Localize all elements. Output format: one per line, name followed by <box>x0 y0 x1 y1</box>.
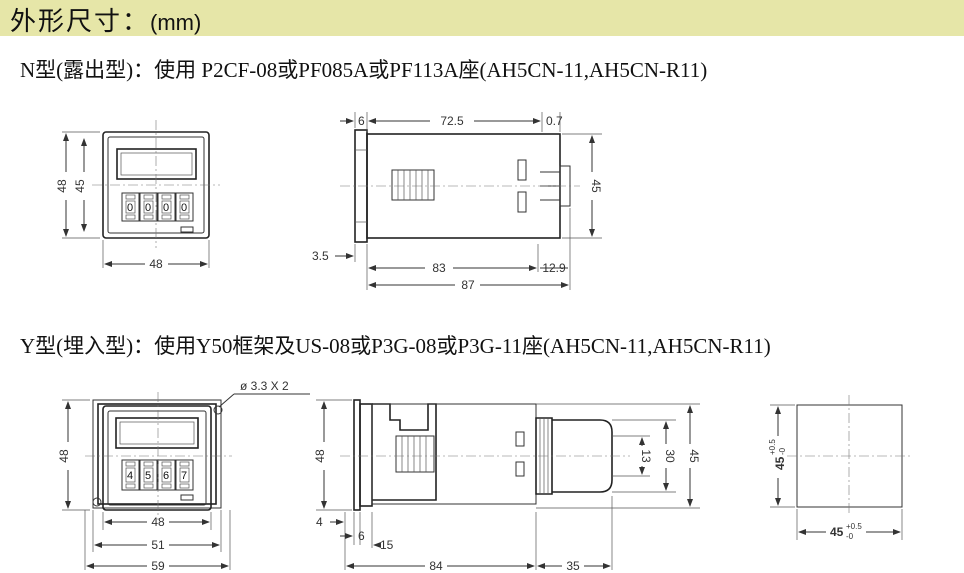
n-display-inner <box>120 152 193 176</box>
n-side-height-label: 45 <box>589 179 603 193</box>
type-n-description: N型(露出型)：使用 P2CF-08或PF085A或PF113A座(AH5CN-… <box>20 58 708 82</box>
n-digit-2: 0 <box>145 202 151 214</box>
n-front-width-label: 48 <box>149 257 163 271</box>
y-front-height-label: 48 <box>57 449 71 463</box>
y-digit-1: 4 <box>127 470 133 482</box>
y-side-frame <box>359 403 373 507</box>
y-display-window <box>115 417 199 449</box>
section-title: 外形尺寸：(mm) <box>10 1 201 38</box>
y-side-84-label: 84 <box>429 559 443 573</box>
n-side-front-label: 6 <box>358 114 365 128</box>
y-mount-hole-top <box>213 405 223 415</box>
n-window-height-label: 45 <box>73 179 87 193</box>
n-digit-switches: 0 0 0 0 <box>121 192 194 222</box>
y-front-59-label: 59 <box>151 559 165 573</box>
n-front-height-label: 48 <box>55 179 69 193</box>
section-header: 外形尺寸：(mm) <box>0 0 964 38</box>
title-text: 外形尺寸： <box>10 7 151 37</box>
y-side-body <box>371 403 537 505</box>
cutout-h-label: 45 <box>830 525 844 539</box>
y-front-51-label: 51 <box>151 538 165 552</box>
n-digit-4: 0 <box>181 202 187 214</box>
n-side-panel-label: 3.5 <box>312 249 329 263</box>
n-side-83-label: 83 <box>432 261 446 275</box>
cutout-v-tol-plus: +0.5 <box>768 439 777 455</box>
n-digit-1: 0 <box>127 202 133 214</box>
n-side-connector <box>391 169 435 201</box>
y-frame-outer <box>92 399 222 509</box>
y-side-view: 48 13 30 45 4 6 15 84 35 <box>313 399 701 573</box>
panel-cutout-view: 45 +0.5 -0 45 +0.5 -0 <box>768 395 912 541</box>
y-side-4-label: 4 <box>316 515 323 529</box>
y-side-bezel <box>353 399 361 511</box>
y-small-indicator <box>180 494 194 501</box>
y-front-48-label: 48 <box>151 515 165 529</box>
n-side-body-label: 72.5 <box>440 114 464 128</box>
n-small-indicator <box>180 226 194 233</box>
n-digit-3: 0 <box>163 202 169 214</box>
cutout-v-label: 45 <box>773 456 787 470</box>
n-front-view: 0 0 0 0 48 45 48 <box>55 120 220 271</box>
title-unit: (mm) <box>150 10 202 35</box>
y-digit-4: 7 <box>181 470 187 482</box>
n-side-view: 6 72.5 0.7 45 3.5 83 12.9 87 <box>312 112 603 292</box>
y-front-inner <box>107 410 207 506</box>
y-digit-3: 6 <box>163 470 169 482</box>
y-side-35-label: 35 <box>566 559 580 573</box>
y-digit-switches: 4 5 6 7 <box>121 459 194 491</box>
y-side-6-label: 6 <box>358 529 365 543</box>
n-display-window <box>116 148 197 180</box>
y-display-inner <box>119 421 195 445</box>
cutout-h-tol-minus: -0 <box>846 532 854 541</box>
y-side-15-label: 15 <box>380 538 394 552</box>
y-side-mount-bracket <box>372 403 437 501</box>
y-hole-label: ø 3.3 X 2 <box>240 379 289 393</box>
y-front-view: 4 5 6 7 ø 3.3 X 2 48 48 51 59 <box>57 379 310 573</box>
y-socket-13-label: 13 <box>639 449 653 463</box>
y-socket-45-label: 45 <box>687 449 701 463</box>
y-socket-30-label: 30 <box>663 449 677 463</box>
cutout-h-tol-plus: +0.5 <box>846 522 862 531</box>
y-digit-2: 5 <box>145 470 151 482</box>
y-socket-ring <box>535 417 553 495</box>
y-side-height-label: 48 <box>313 449 327 463</box>
n-side-gap-label: 0.7 <box>546 114 563 128</box>
type-y-description: Y型(埋入型)：使用Y50框架及US-08或P3G-08或P3G-11座(AH5… <box>20 334 771 358</box>
y-frame-inner <box>97 403 217 505</box>
y-side-connector <box>395 435 435 473</box>
y-mount-hole-bottom <box>92 497 102 507</box>
n-side-total-label: 87 <box>461 278 475 292</box>
y-front-outer <box>102 405 212 511</box>
cutout-v-tol-minus: -0 <box>778 447 787 455</box>
